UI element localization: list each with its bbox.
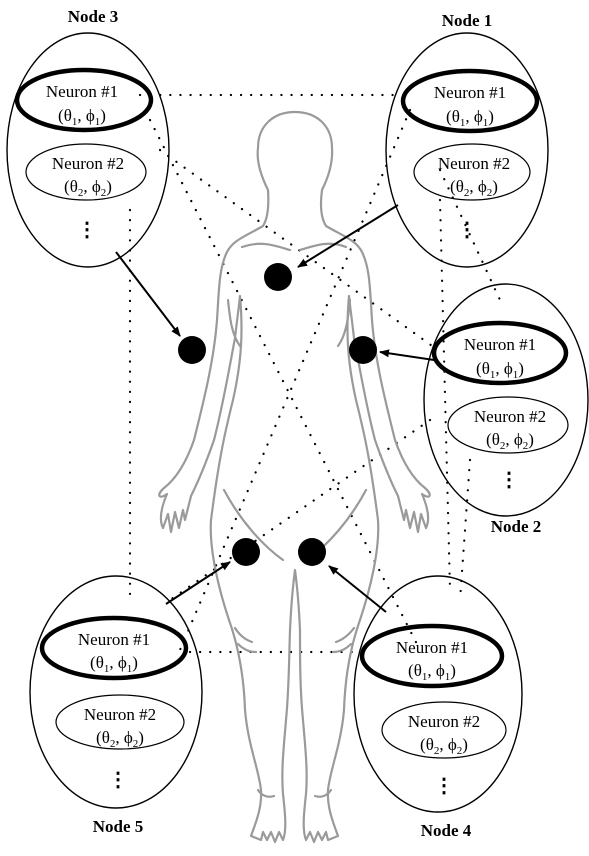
node-4-title: Node 4 (421, 821, 472, 840)
human-body-outline (159, 112, 429, 842)
node-2: Node 2 Neuron #1 (θ1, ϕ1) Neuron #2 (θ2,… (424, 284, 588, 536)
node-3-neuron-2-params: (θ2, ϕ2) (64, 177, 112, 199)
node-2-title: Node 2 (491, 517, 542, 536)
node-5-more-neurons: ⋮ (108, 769, 128, 791)
node-3-title: Node 3 (68, 7, 119, 26)
node-4-more-neurons: ⋮ (434, 775, 454, 797)
node-1: Node 1 Neuron #1 (θ1, ϕ1) Neuron #2 (θ2,… (386, 11, 548, 267)
node-4: Node 4 Neuron #1 (θ1, ϕ1) Neuron #2 (θ2,… (354, 576, 522, 840)
sensor-right-thigh (298, 538, 326, 566)
node-4-neuron-2-params: (θ2, ϕ2) (420, 735, 468, 757)
node-5-neuron-2-params: (θ2, ϕ2) (96, 728, 144, 750)
node-5: Node 5 Neuron #1 (θ1, ϕ1) Neuron #2 (θ2,… (30, 576, 202, 836)
node-1-neuron-2-label: Neuron #2 (438, 154, 510, 173)
node-4-neuron-1-label: Neuron #1 (396, 638, 468, 657)
node-1-neuron-1-label: Neuron #1 (434, 83, 506, 102)
node-5-title: Node 5 (93, 817, 144, 836)
node-1-title: Node 1 (442, 11, 493, 30)
node-3: Node 3 Neuron #1 (θ1, ϕ1) Neuron #2 (θ2,… (7, 7, 169, 267)
sensor-left-arm (178, 336, 206, 364)
link-node1-node4 (440, 200, 450, 590)
node-5-neuron-1-label: Neuron #1 (78, 630, 150, 649)
node-3-neuron-2-label: Neuron #2 (52, 154, 124, 173)
sensor-left-thigh (232, 538, 260, 566)
sensor-right-arm (349, 336, 377, 364)
node-4-neuron-2-label: Neuron #2 (408, 712, 480, 731)
node-1-more-neurons: ⋮ (457, 219, 477, 241)
node-2-neuron-1-label: Neuron #1 (464, 335, 536, 354)
arrow-node2 (380, 352, 434, 360)
arrow-node4 (329, 566, 386, 612)
link-node3-node2 (160, 150, 435, 348)
node-5-neuron-2-label: Neuron #2 (84, 705, 156, 724)
connection-lines (130, 95, 500, 652)
arrow-node3 (116, 252, 180, 336)
node-2-neuron-2-label: Neuron #2 (474, 407, 546, 426)
node-3-neuron-1-params: (θ1, ϕ1) (58, 106, 106, 128)
node-1-neuron-1-params: (θ1, ϕ1) (446, 107, 494, 129)
link-node2-node4 (460, 460, 470, 600)
node-4-neuron-1-params: (θ1, ϕ1) (408, 661, 456, 683)
node-5-neuron-1-params: (θ1, ϕ1) (90, 653, 138, 675)
node-3-more-neurons: ⋮ (77, 219, 97, 241)
node-2-neuron-1-params: (θ1, ϕ1) (476, 359, 524, 381)
arrow-node5 (166, 562, 230, 604)
sensor-chest (264, 263, 292, 291)
link-node3-node4 (150, 120, 420, 650)
link-node2-node5 (170, 420, 430, 600)
node-3-neuron-1-label: Neuron #1 (46, 82, 118, 101)
node-2-more-neurons: ⋮ (499, 469, 519, 491)
arrow-node1 (298, 205, 398, 267)
node-1-neuron-2-params: (θ2, ϕ2) (450, 177, 498, 199)
node-2-neuron-2-params: (θ2, ϕ2) (486, 430, 534, 452)
